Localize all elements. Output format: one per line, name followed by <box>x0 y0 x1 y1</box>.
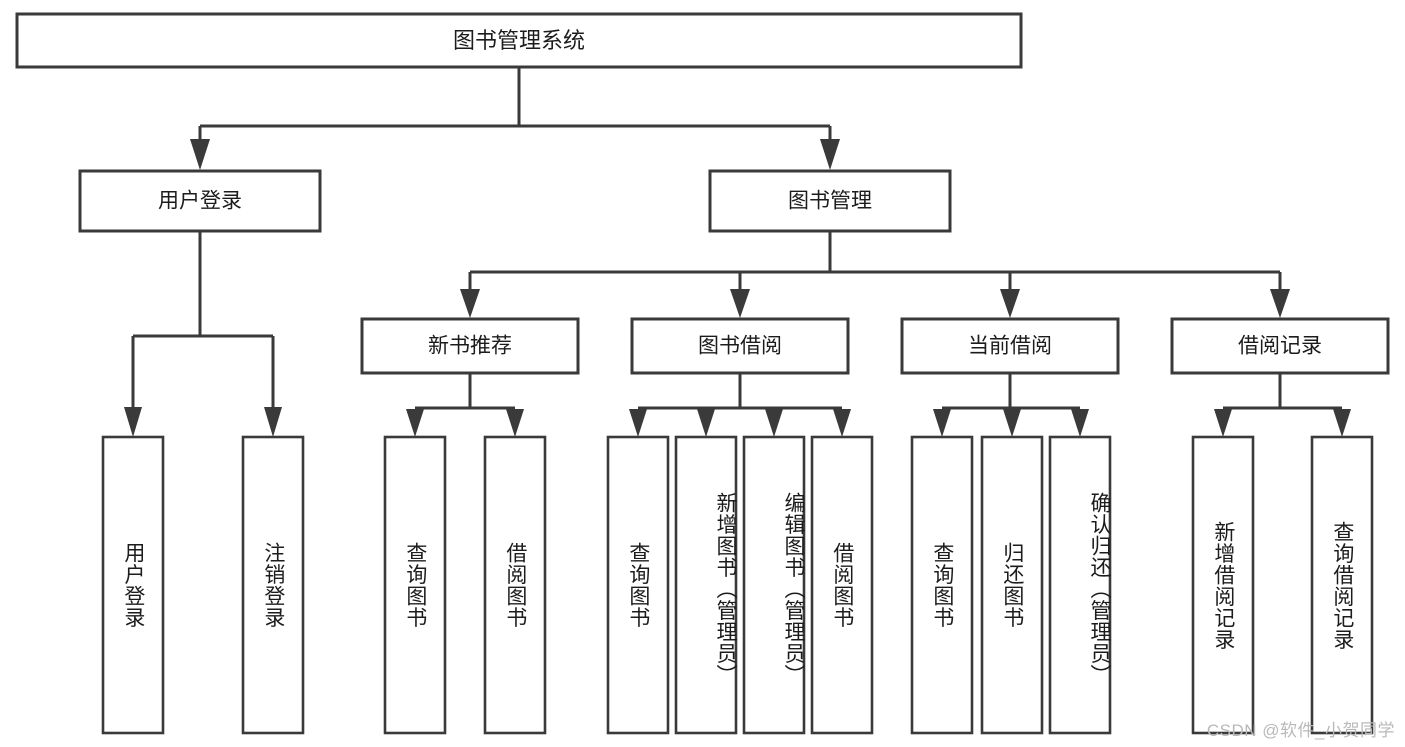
node-user-login-label: 用户登录 <box>158 190 242 213</box>
arrow-head-current-borrow-leaf-3 <box>1071 409 1089 437</box>
leaf-box-book-borrow-2[interactable] <box>674 435 738 735</box>
node-root-label: 图书管理系统 <box>453 28 585 53</box>
arrow-head-borrow-record-leaf-1 <box>1214 409 1232 437</box>
arrow-head-to-book-borrow <box>730 289 750 318</box>
node-current-borrow[interactable]: 当前借阅 <box>900 317 1120 375</box>
connector-root-to-level2 <box>190 67 840 170</box>
arrow-head-to-new-book <box>460 289 480 318</box>
arrow-head-new-book-leaf-1 <box>406 409 424 437</box>
node-current-borrow-box[interactable] <box>900 317 1120 375</box>
arrow-head-to-current-borrow <box>1000 289 1020 318</box>
leaf-box-borrow-record-1[interactable] <box>1191 435 1255 735</box>
arrow-head-book-borrow-leaf-2 <box>697 409 715 437</box>
node-book-manage-box[interactable] <box>708 169 952 233</box>
arrow-head-to-book-manage <box>820 139 840 170</box>
leaf-box-user-login-2[interactable] <box>241 435 305 735</box>
leaf-box-user-login-1[interactable] <box>101 435 165 735</box>
node-borrow-record-box[interactable] <box>1170 317 1390 375</box>
node-borrow-record-label: 借阅记录 <box>1238 335 1322 358</box>
node-new-book-recommend-box[interactable] <box>360 317 580 375</box>
node-new-book-recommend-label: 新书推荐 <box>428 335 512 358</box>
node-current-borrow-label: 当前借阅 <box>968 335 1052 358</box>
connector-current-borrow-to-leaves <box>933 373 1089 437</box>
connector-book-borrow-to-leaves <box>629 373 851 437</box>
node-book-borrow-label: 图书借阅 <box>698 335 782 358</box>
node-book-borrow[interactable]: 图书借阅 <box>630 317 850 375</box>
arrow-head-user-login-leaf-1 <box>124 407 142 437</box>
leaf-box-new-book-1[interactable] <box>383 435 447 735</box>
leaf-box-book-borrow-3[interactable] <box>742 435 806 735</box>
node-book-manage-label: 图书管理 <box>788 190 872 213</box>
node-borrow-record[interactable]: 借阅记录 <box>1170 317 1390 375</box>
connector-borrow-record-to-leaves <box>1214 373 1351 437</box>
csdn-watermark: CSDN @软件_小贺同学 <box>1206 721 1395 740</box>
node-book-borrow-box[interactable] <box>630 317 850 375</box>
arrow-head-to-borrow-record <box>1270 289 1290 318</box>
leaf-box-book-borrow-1[interactable] <box>606 435 670 735</box>
leaf-box-book-borrow-4[interactable] <box>810 435 874 735</box>
arrow-head-to-user-login <box>190 139 210 170</box>
connector-user-login-to-leaves <box>124 231 282 437</box>
connector-new-book-to-leaves <box>406 373 524 437</box>
leaf-box-current-borrow-2[interactable] <box>980 435 1044 735</box>
arrow-head-book-borrow-leaf-3 <box>765 409 783 437</box>
leaf-box-new-book-2[interactable] <box>483 435 547 735</box>
arrow-head-user-login-leaf-2 <box>264 407 282 437</box>
node-new-book-recommend[interactable]: 新书推荐 <box>360 317 580 375</box>
leaf-box-current-borrow-1[interactable] <box>910 435 974 735</box>
arrow-head-borrow-record-leaf-2 <box>1333 409 1351 437</box>
arrow-head-current-borrow-leaf-2 <box>1003 409 1021 437</box>
connector-book-manage-to-level3 <box>460 231 1290 318</box>
node-root-box[interactable] <box>15 12 1023 69</box>
node-book-manage[interactable]: 图书管理 <box>708 169 952 233</box>
leaf-box-current-borrow-3[interactable] <box>1048 435 1112 735</box>
arrow-head-book-borrow-leaf-4 <box>833 409 851 437</box>
arrow-head-new-book-leaf-2 <box>506 409 524 437</box>
node-root[interactable]: 图书管理系统 <box>15 12 1023 69</box>
arrow-head-current-borrow-leaf-1 <box>933 409 951 437</box>
leaf-box-borrow-record-2[interactable] <box>1310 435 1374 735</box>
node-user-login[interactable]: 用户登录 <box>78 169 322 233</box>
arrow-head-book-borrow-leaf-1 <box>629 409 647 437</box>
